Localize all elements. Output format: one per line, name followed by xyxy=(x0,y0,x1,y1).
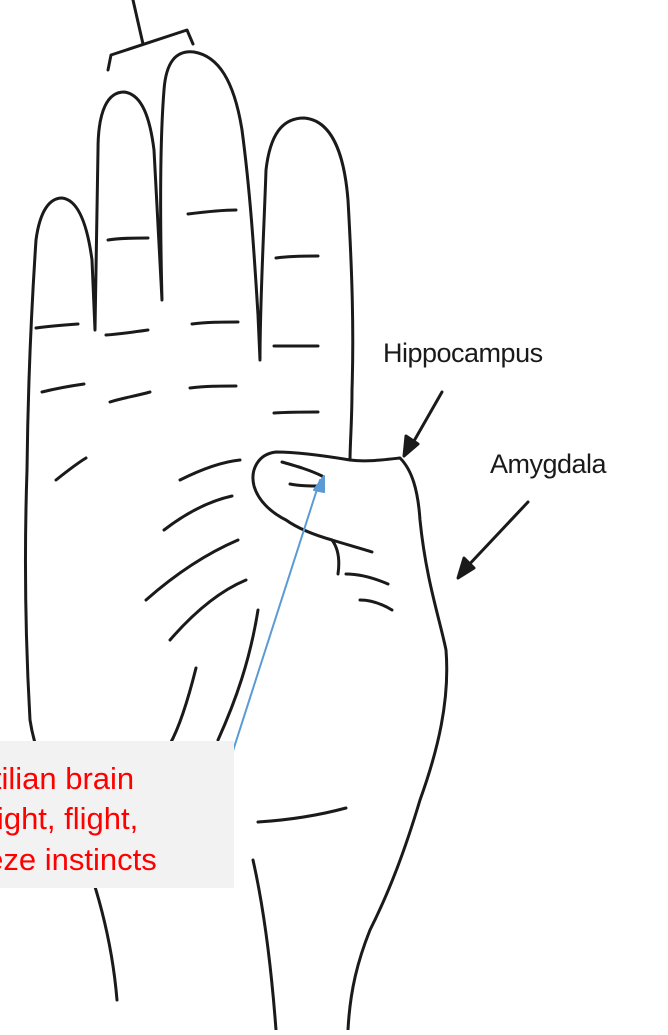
wrist-curve xyxy=(253,860,276,1030)
callout-line-3: freeze instincts xyxy=(0,844,157,875)
amygdala-arrow xyxy=(458,502,528,578)
finger-creases xyxy=(36,210,318,480)
reptilian-brain-callout: Reptilian brain Fight, flight, freeze in… xyxy=(0,741,234,888)
hippocampus-arrow xyxy=(404,392,442,456)
callout-line-2: Fight, flight, xyxy=(0,803,138,834)
hippocampus-label: Hippocampus xyxy=(383,338,543,369)
pointer-line xyxy=(222,476,324,785)
wrist-line xyxy=(258,808,346,822)
folded-thumb xyxy=(253,452,392,610)
palm-lines xyxy=(146,460,258,744)
finger-bracket xyxy=(108,0,193,70)
amygdala-label: Amygdala xyxy=(490,449,606,480)
callout-line-1: Reptilian brain xyxy=(0,763,134,794)
